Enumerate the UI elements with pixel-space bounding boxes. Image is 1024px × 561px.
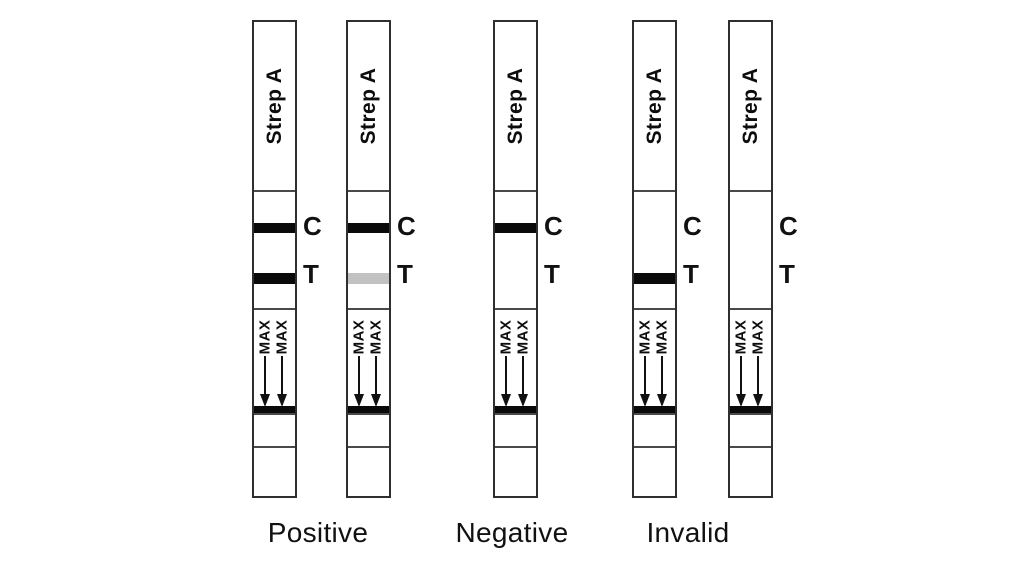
test-strip-invalid-no-control: Strep A MAX MAX C T [632, 20, 702, 498]
strip-top-section: Strep A [254, 22, 295, 190]
caption-negative: Negative [455, 517, 569, 548]
strip-title: Strep A [262, 67, 286, 145]
control-line-label: C [683, 211, 702, 241]
result-window [495, 190, 536, 308]
strip-top-section: Strep A [730, 22, 771, 190]
test-band [254, 273, 295, 284]
test-line-label: T [683, 259, 699, 289]
test-line-label: T [397, 259, 413, 289]
max-fill-section: MAX MAX [634, 308, 675, 413]
max-fill-section: MAX MAX [348, 308, 389, 413]
max-label: MAX [367, 319, 384, 355]
control-band [495, 223, 536, 233]
strip-lower-section [730, 413, 771, 446]
max-fill-section: MAX MAX [254, 308, 295, 413]
control-band [348, 223, 389, 233]
down-arrow-icon [753, 356, 763, 407]
max-label: MAX [497, 319, 514, 355]
strip-top-section: Strep A [348, 22, 389, 190]
strip-title: Strep A [503, 67, 527, 145]
max-label: MAX [732, 319, 749, 355]
strip-title: Strep A [642, 67, 666, 145]
strip-lower-section [254, 413, 295, 446]
result-window [730, 190, 771, 308]
max-label: MAX [256, 319, 273, 355]
down-arrow-icon [640, 356, 650, 407]
test-strip-positive-weak: Strep A MAX MAX C T [346, 20, 416, 498]
down-arrow-icon [371, 356, 381, 407]
test-line-label: T [779, 259, 795, 289]
max-fill-line [730, 406, 771, 413]
test-line-label: T [303, 259, 319, 289]
control-line-label: C [303, 211, 322, 241]
strip-bottom-section [254, 446, 295, 496]
down-arrow-icon [501, 356, 511, 407]
strip-title: Strep A [356, 67, 380, 145]
test-line-label: T [544, 259, 560, 289]
max-fill-line [254, 406, 295, 413]
result-window [634, 190, 675, 308]
max-label: MAX [273, 319, 290, 355]
strip-bottom-section [730, 446, 771, 496]
strip-lower-section [634, 413, 675, 446]
control-line-label: C [544, 211, 563, 241]
result-window [348, 190, 389, 308]
max-label: MAX [350, 319, 367, 355]
caption-invalid: Invalid [646, 517, 730, 548]
control-line-label: C [779, 211, 798, 241]
max-fill-section: MAX MAX [730, 308, 771, 413]
test-strip-invalid-blank: Strep A MAX MAX C T [728, 20, 798, 498]
max-fill-line [495, 406, 536, 413]
max-fill-line [348, 406, 389, 413]
strip-title: Strep A [738, 67, 762, 145]
caption-positive: Positive [267, 517, 369, 548]
test-strip-negative: Strep A MAX MAX C T [493, 20, 563, 498]
max-fill-line [634, 406, 675, 413]
down-arrow-icon [354, 356, 364, 407]
max-fill-section: MAX MAX [495, 308, 536, 413]
max-label: MAX [749, 319, 766, 355]
down-arrow-icon [277, 356, 287, 407]
max-label: MAX [636, 319, 653, 355]
control-band [254, 223, 295, 233]
strip-top-section: Strep A [495, 22, 536, 190]
result-window [254, 190, 295, 308]
control-line-label: C [397, 211, 416, 241]
test-strip-positive-strong: Strep A MAX MAX C T [252, 20, 322, 498]
test-band [348, 273, 389, 284]
strip-bottom-section [634, 446, 675, 496]
test-band [634, 273, 675, 284]
down-arrow-icon [260, 356, 270, 407]
strip-bottom-section [348, 446, 389, 496]
max-label: MAX [514, 319, 531, 355]
strip-lower-section [348, 413, 389, 446]
strip-lower-section [495, 413, 536, 446]
strip-top-section: Strep A [634, 22, 675, 190]
down-arrow-icon [518, 356, 528, 407]
down-arrow-icon [657, 356, 667, 407]
down-arrow-icon [736, 356, 746, 407]
strip-bottom-section [495, 446, 536, 496]
max-label: MAX [653, 319, 670, 355]
